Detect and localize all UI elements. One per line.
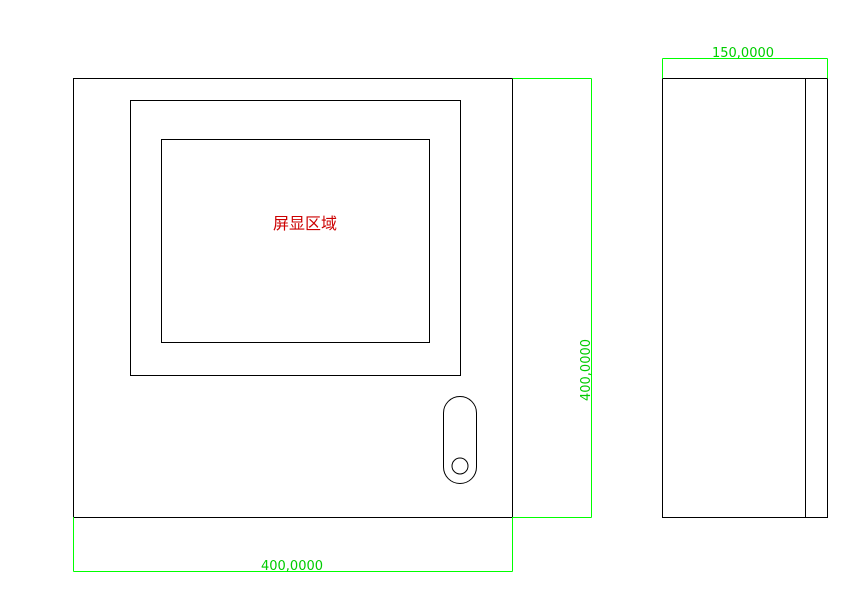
front-panel-outline bbox=[73, 78, 513, 518]
side-view bbox=[662, 78, 828, 518]
dimension-front-width: 400,0000 bbox=[73, 517, 513, 574]
dim-side-depth-text: 150,0000 bbox=[712, 46, 774, 61]
dim-front-height-text: 400,0000 bbox=[579, 339, 594, 401]
front-view: 屏显区域 bbox=[73, 78, 513, 518]
side-panel-outline bbox=[662, 78, 828, 518]
door-handle bbox=[443, 396, 477, 484]
dimension-side-depth: 150,0000 bbox=[662, 46, 828, 79]
screen-area bbox=[161, 139, 430, 343]
dimension-front-height: 400,0000 bbox=[512, 78, 594, 518]
lock-icon bbox=[451, 457, 469, 475]
screen-bezel bbox=[130, 100, 461, 376]
screen-area-label: 屏显区域 bbox=[273, 214, 337, 233]
dim-front-width-text: 400,0000 bbox=[261, 559, 323, 574]
